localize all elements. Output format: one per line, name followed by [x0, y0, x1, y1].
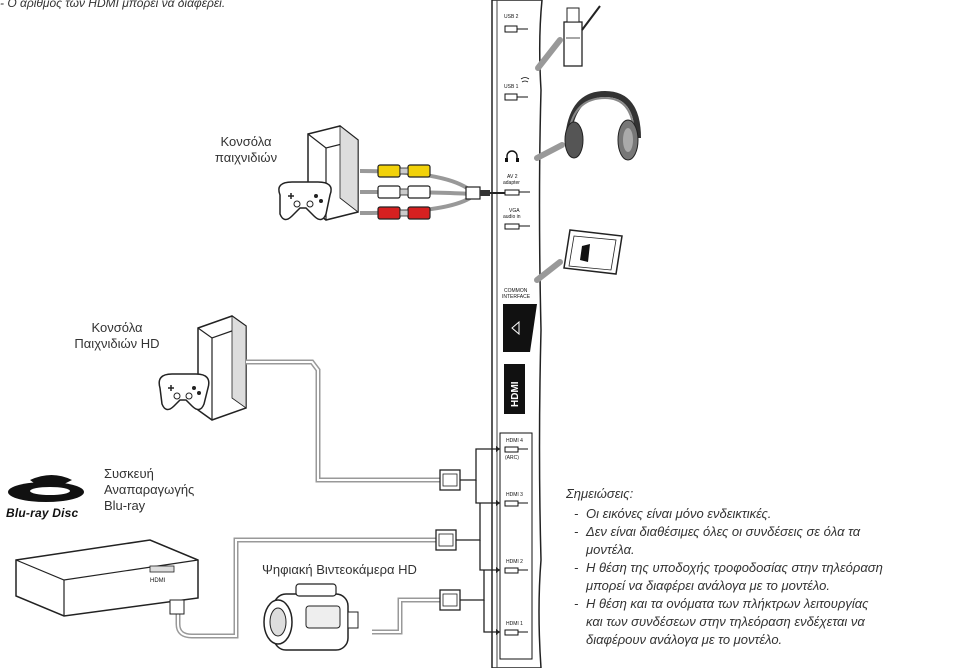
ci-label-line2: INTERFACE [502, 294, 531, 300]
av-jack-plug [465, 186, 505, 200]
notes-title: Σημειώσεις: [566, 486, 634, 501]
hdmi2-port: HDMI 2 [504, 559, 528, 574]
hdmi1-port: HDMI 1 [504, 621, 528, 636]
note-item: Οι εικόνες είναι μόνο ενδεικτικές. [574, 505, 974, 523]
hd-console-label: Κονσόλα Παιχνιδιών HD [74, 320, 160, 351]
bluray-disc-icon [8, 475, 84, 502]
game-console-label: Κονσόλα παιχνιδιών [214, 134, 278, 165]
hdmi-logo: HDMI [504, 364, 525, 414]
rca-red-plug [377, 206, 431, 220]
note-item-continued: μπορεί να διαφέρει ανάλογα με το μοντέλο… [586, 578, 830, 593]
bluray-logo: Blu-ray Disc [6, 480, 98, 520]
headphone-port [505, 150, 519, 162]
av2-port-label-line1: AV 2 [507, 174, 518, 180]
hdmi4-port: HDMI 4 (ARC) [504, 438, 528, 461]
vga-port-label-line1: VGA [509, 208, 520, 214]
notes-section: Σημειώσεις: Οι εικόνες είναι μόνο ενδεικ… [566, 485, 974, 649]
rca-cables [359, 164, 505, 220]
hdmi4-arc-label: (ARC) [505, 455, 519, 461]
wifi-dongle-icon [535, 5, 601, 71]
hd-console-icon [197, 315, 247, 421]
note-item: Δεν είναι διαθέσιμες όλες οι συνδέσεις σ… [574, 523, 974, 541]
ci-label-line1: COMMON [504, 288, 528, 294]
vga-port-label-line2: audio in [503, 214, 521, 220]
usb2-port: USB 2 [504, 14, 528, 33]
usb1-port-label: USB 1 [504, 84, 519, 90]
hdmi-cables [175, 359, 500, 639]
hdmi3-port: HDMI 3 [504, 492, 528, 507]
hdmi3-label: HDMI 3 [506, 492, 523, 498]
hdmi4-label: HDMI 4 [506, 438, 523, 444]
note-item: Η θέση και τα ονόματα των πλήκτρων λειτο… [574, 595, 974, 613]
rca-yellow-plug [377, 164, 431, 178]
camcorder-label: Ψηφιακή Βιντεοκάμερα HD [262, 562, 417, 577]
usb1-port: USB 1 [504, 77, 530, 101]
ci-card-icon [534, 229, 623, 283]
headphones-icon [534, 90, 641, 161]
note-item: Η θέση της υποδοχής τροφοδοσίας στην τηλ… [574, 559, 974, 577]
rca-white-plug [377, 185, 431, 199]
gamepad-icon [278, 181, 332, 221]
usb2-port-label: USB 2 [504, 14, 519, 20]
hdmi-logo-text: HDMI [510, 381, 521, 407]
hdmi1-label: HDMI 1 [506, 621, 523, 627]
hd-gamepad-icon [158, 373, 210, 411]
bluray-player-label: Συσκευή Αναπαραγωγής Blu-ray [104, 466, 195, 513]
top-note: - Ο αριθμός των HDMI μπορεί να διαφέρει. [0, 0, 226, 10]
note-item-continued: διαφέρουν ανάλογα με το μοντέλο. [586, 632, 783, 647]
player-hdmi-label: HDMI [150, 578, 166, 584]
note-item-continued: και των συνδέσεων στην τηλεόραση ενδέχετ… [586, 614, 865, 629]
bluray-logo-text: Blu-ray Disc [6, 506, 79, 520]
av2-port-label-line2: adapter [503, 180, 520, 186]
bluray-player-icon: HDMI [15, 539, 199, 617]
hdmi2-label: HDMI 2 [506, 559, 523, 565]
vga-audio-port: VGA audio in [503, 208, 530, 230]
camcorder-icon [263, 583, 359, 651]
common-interface-slot: COMMON INTERFACE [502, 288, 537, 352]
note-item-continued: μοντέλα. [586, 542, 635, 557]
hdmi-port-bracket [499, 432, 533, 660]
